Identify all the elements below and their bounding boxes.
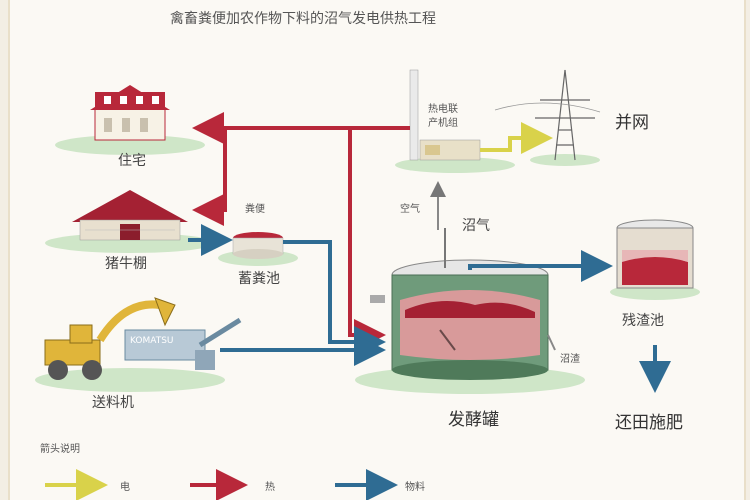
residence-icon: [90, 85, 170, 141]
cogen-label-line1: 热电联: [428, 104, 458, 115]
legend: 箭头说明 电 热 物料: [30, 440, 430, 496]
heat-lines: [192, 112, 410, 351]
fertilizer-label: 还田施肥: [615, 413, 683, 433]
storage-tank-icon: [232, 232, 284, 259]
barn-label: 猪牛棚: [105, 256, 147, 272]
loader-ground: [35, 368, 225, 392]
cogen-unit-icon: [409, 69, 481, 161]
air-label: 空气: [400, 204, 420, 215]
gas-lines: [430, 181, 556, 351]
barn-icon: [72, 190, 188, 241]
biogas-residue-label: 沼渣: [560, 354, 580, 365]
material-lines: [188, 224, 671, 393]
legend-title: 箭头说明: [40, 444, 80, 455]
cogen-label-line2: 产机组: [428, 118, 458, 129]
digester-label: 发酵罐: [448, 410, 499, 430]
legend-item-electric: 电: [120, 482, 130, 493]
diagram-title: 禽畜粪便加农作物下料的沼气发电供热工程: [170, 11, 436, 27]
biogas-label: 沼气: [462, 218, 490, 234]
residue-pool-icon: [616, 219, 694, 289]
loader-brand-label: KOMATSU: [130, 336, 174, 346]
digester-icon: [370, 259, 549, 380]
manure-label: 粪便: [245, 204, 265, 215]
loader-icon: [44, 297, 242, 380]
pylon-ground: [530, 154, 600, 166]
loader-label: 送料机: [92, 395, 134, 411]
power-grid-label: 并网: [615, 113, 649, 133]
residence-label: 住宅: [118, 153, 146, 169]
power-pylon-icon: [494, 69, 601, 161]
residue-pool-label: 残渣池: [622, 313, 664, 329]
residence-ground: [55, 135, 205, 155]
legend-item-material: 物料: [405, 482, 425, 493]
electric-lines: [480, 122, 553, 154]
storage-tank-label: 蓄粪池: [238, 271, 280, 287]
legend-item-heat: 热: [265, 482, 275, 493]
cogen-ground: [395, 157, 515, 173]
